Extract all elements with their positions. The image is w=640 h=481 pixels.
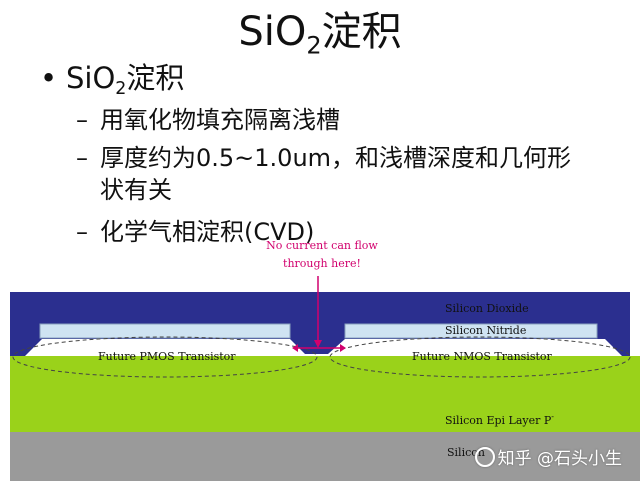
arrowhead-left (292, 344, 298, 352)
label-pmos: Future PMOS Transistor (98, 350, 236, 363)
epi-layer (10, 356, 640, 432)
cross-section-diagram: No current can flow through here! Silico… (10, 239, 640, 481)
bullet-marker: • (40, 61, 58, 95)
watermark-icon (475, 447, 495, 467)
nitride-pad-right (344, 323, 598, 339)
oxide-layer (10, 292, 630, 356)
annotation-line2: through here! (283, 257, 361, 270)
arrowhead-right (340, 344, 346, 352)
nmos-region (329, 336, 631, 378)
label-silicon-nitride: Silicon Nitride (445, 324, 526, 337)
substrate-layer (10, 432, 640, 481)
pmos-region (12, 336, 318, 378)
watermark: 知乎 @石头小生 (497, 449, 622, 469)
nitride-pad-left (39, 323, 291, 339)
label-epi-layer: Silicon Epi Layer P- (445, 412, 554, 427)
main-bullet: •SiO2淀积 (40, 58, 184, 109)
subbullet-thickness: –厚度约为0.5~1.0um，和浅槽深度和几何形 状有关 (76, 144, 572, 204)
label-nmos: Future NMOS Transistor (412, 350, 553, 363)
label-silicon-dioxide: Silicon Dioxide (445, 302, 529, 315)
subbullet-fill-trench: –用氧化物填充隔离浅槽 (76, 106, 340, 134)
subbullet-cvd: –化学气相淀积(CVD) (76, 218, 315, 246)
arrowhead-down (314, 340, 322, 348)
slide-title: SiO2淀积 (238, 9, 402, 60)
annotation-line1: No current can flow (266, 239, 378, 252)
